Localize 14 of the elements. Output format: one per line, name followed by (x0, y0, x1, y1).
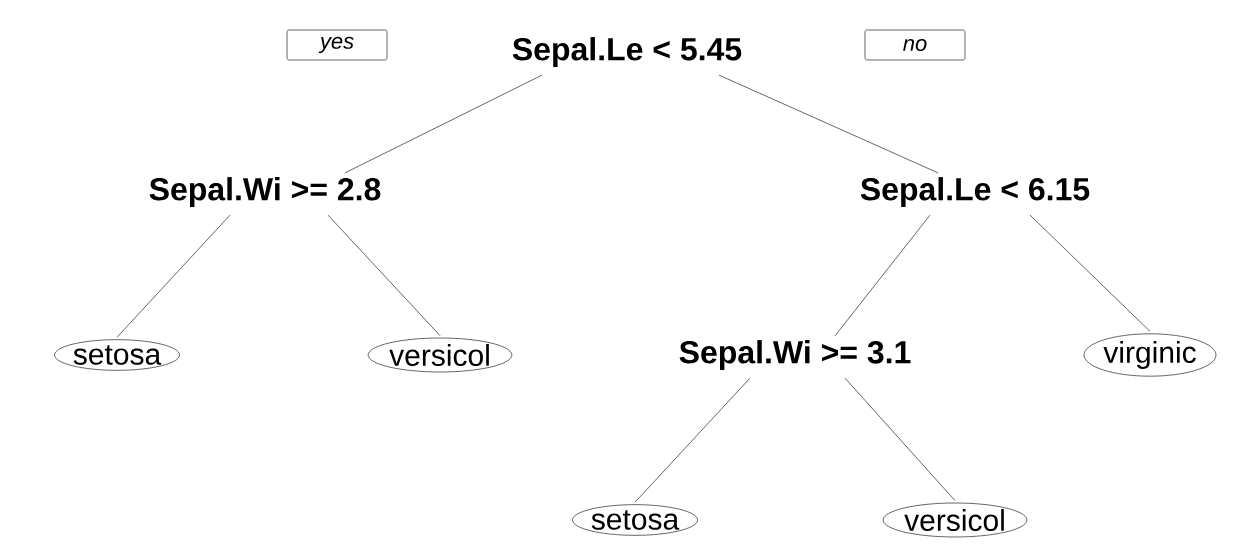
tree-branch (1029, 214, 1151, 332)
tree-branch (718, 74, 939, 174)
split-label: Sepal.Le < 6.15 (860, 177, 1090, 207)
tree-branch (834, 214, 931, 337)
branch-tag: yes (286, 29, 388, 61)
tree-branch (327, 214, 441, 337)
split-label: Sepal.Wi >= 3.1 (679, 340, 911, 370)
branch-tag: no (864, 29, 966, 61)
tree-branch (844, 377, 956, 502)
tree-branch (634, 377, 751, 503)
split-label: Sepal.Wi >= 2.8 (149, 177, 381, 207)
tree-branch (116, 214, 231, 338)
split-label: Sepal.Le < 5.45 (512, 37, 742, 67)
tree-branch (344, 74, 543, 174)
